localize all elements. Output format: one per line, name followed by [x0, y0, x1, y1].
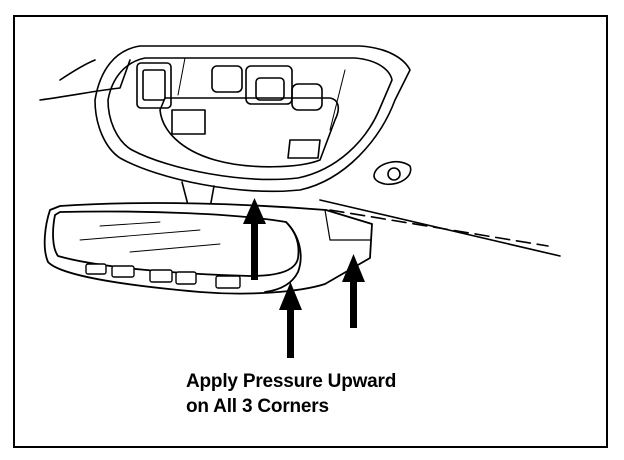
console-outline	[94, 45, 411, 193]
console-button-2-inner	[255, 77, 285, 101]
windshield-line	[319, 160, 561, 257]
console-bezel	[107, 57, 393, 181]
console-hatch	[329, 69, 346, 131]
module-lens	[52, 210, 300, 277]
console-button-left	[136, 62, 172, 109]
headliner-left-edge	[39, 59, 131, 101]
module-side-panel	[324, 209, 371, 241]
module-button-row	[85, 263, 241, 289]
module-button	[215, 275, 241, 289]
console-button-left-inner	[142, 69, 166, 101]
headliner-seam	[59, 59, 96, 81]
instruction-line-1: Apply Pressure Upward	[186, 371, 397, 392]
headliner-screw	[387, 167, 401, 181]
console-button-3	[291, 83, 323, 111]
roof-edge-dashed	[329, 209, 549, 247]
arrow-up-icon	[279, 282, 302, 358]
module-button	[149, 269, 173, 283]
console-button-1	[211, 65, 243, 93]
headliner-bracket	[373, 160, 412, 186]
diagram-frame	[13, 15, 608, 448]
module-lens-hatch	[79, 221, 221, 253]
module-button	[175, 271, 197, 285]
arrow-up-icon	[243, 198, 266, 280]
module-button	[85, 263, 107, 275]
arrow-up-icon	[342, 254, 365, 328]
overhead-console	[39, 45, 411, 209]
console-panel	[159, 97, 340, 168]
pressure-arrows	[243, 198, 365, 358]
module-button	[111, 265, 135, 278]
console-button-2	[245, 65, 293, 105]
console-hatch	[177, 57, 186, 96]
panel-switch-left	[171, 109, 206, 135]
module-rim	[264, 221, 302, 293]
lower-module	[43, 202, 373, 295]
panel-switch-right	[287, 139, 321, 159]
instruction-line-2: on All 3 Corners	[186, 396, 329, 417]
